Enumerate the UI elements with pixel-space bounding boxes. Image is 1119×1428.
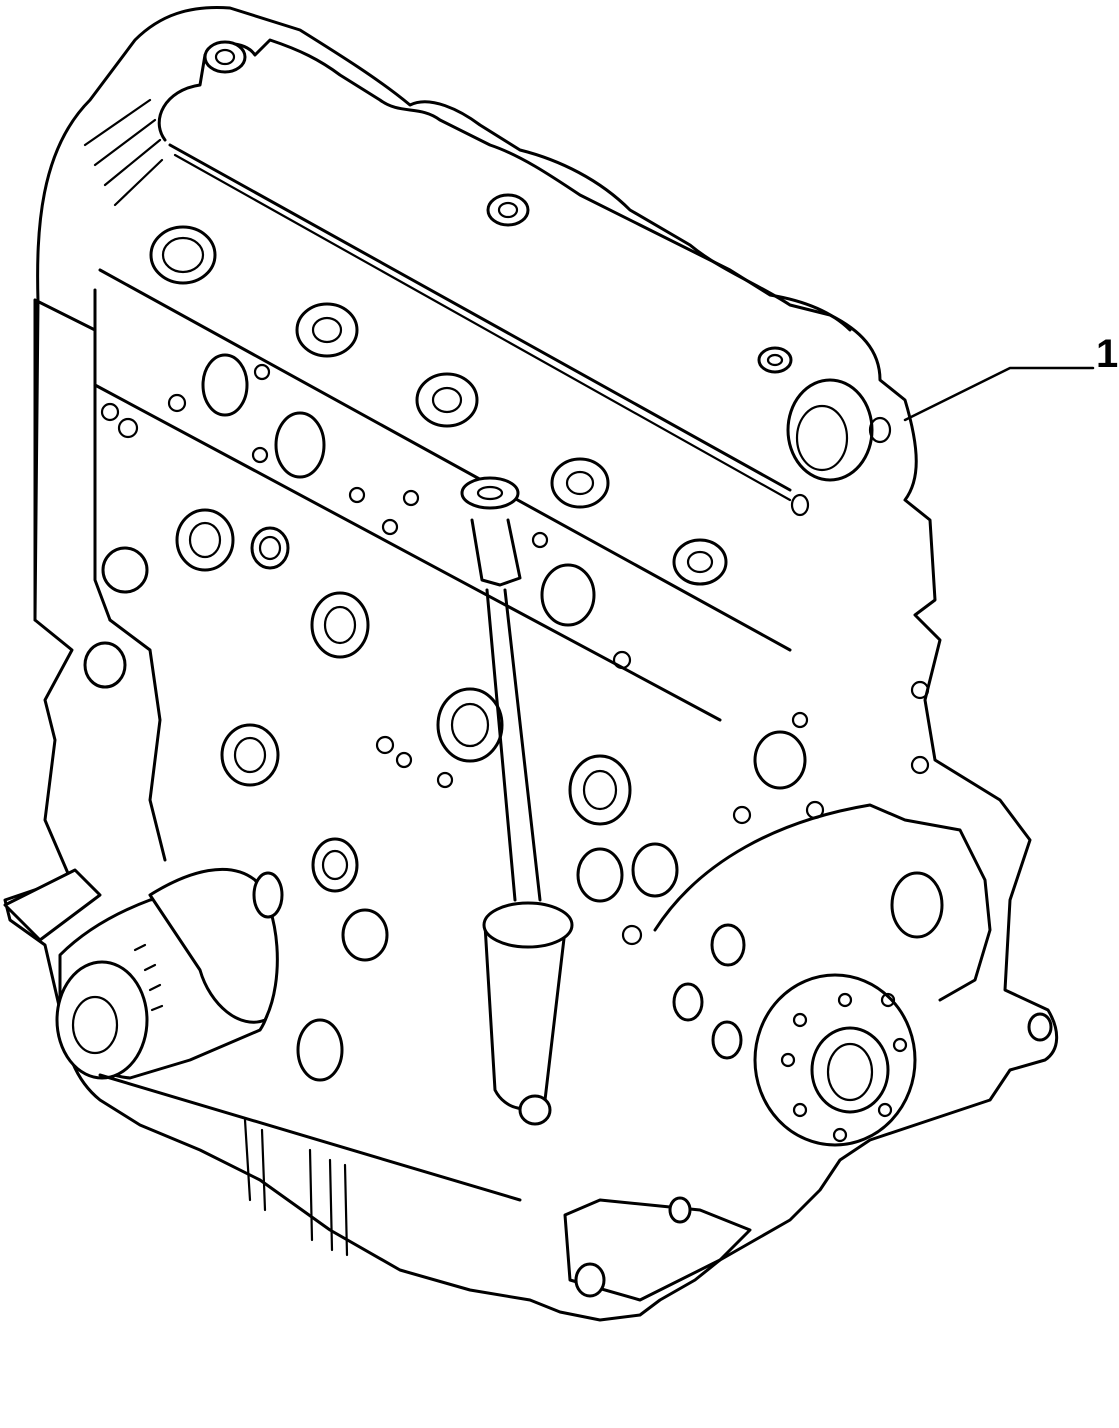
fastener-holes xyxy=(100,363,930,946)
head-bolt-boss xyxy=(757,346,793,374)
spark-plug-well xyxy=(415,372,479,428)
head-gasket-line-2 xyxy=(173,153,792,502)
head-bolt-boss xyxy=(486,193,530,227)
camshaft-end-cap xyxy=(786,378,892,517)
oil-pan-rail xyxy=(98,1073,522,1202)
valve-cover xyxy=(157,38,852,332)
head-bolt-boss xyxy=(203,40,247,74)
manifold-port xyxy=(175,353,632,826)
callout-number: 1 xyxy=(1096,332,1119,376)
crankshaft-hub xyxy=(653,803,1053,1147)
front-panel xyxy=(33,298,97,622)
oil-filter xyxy=(3,867,284,1080)
spark-plug-well xyxy=(149,225,217,285)
front-edge-block xyxy=(108,618,167,862)
front-edge-upper xyxy=(93,288,112,622)
block-bosses xyxy=(83,546,807,1082)
spark-plug-well xyxy=(295,302,359,358)
spark-plug-well xyxy=(672,538,728,586)
oil-pan-ribs xyxy=(243,1118,349,1257)
engine-mount-bracket xyxy=(563,1196,752,1302)
dipstick-tube xyxy=(460,476,574,1126)
callout-leader-line xyxy=(903,366,1095,422)
spark-plug-well xyxy=(550,457,610,509)
head-gasket-line xyxy=(168,143,792,492)
head-vents xyxy=(83,98,164,207)
block-upper-edge xyxy=(98,268,792,652)
